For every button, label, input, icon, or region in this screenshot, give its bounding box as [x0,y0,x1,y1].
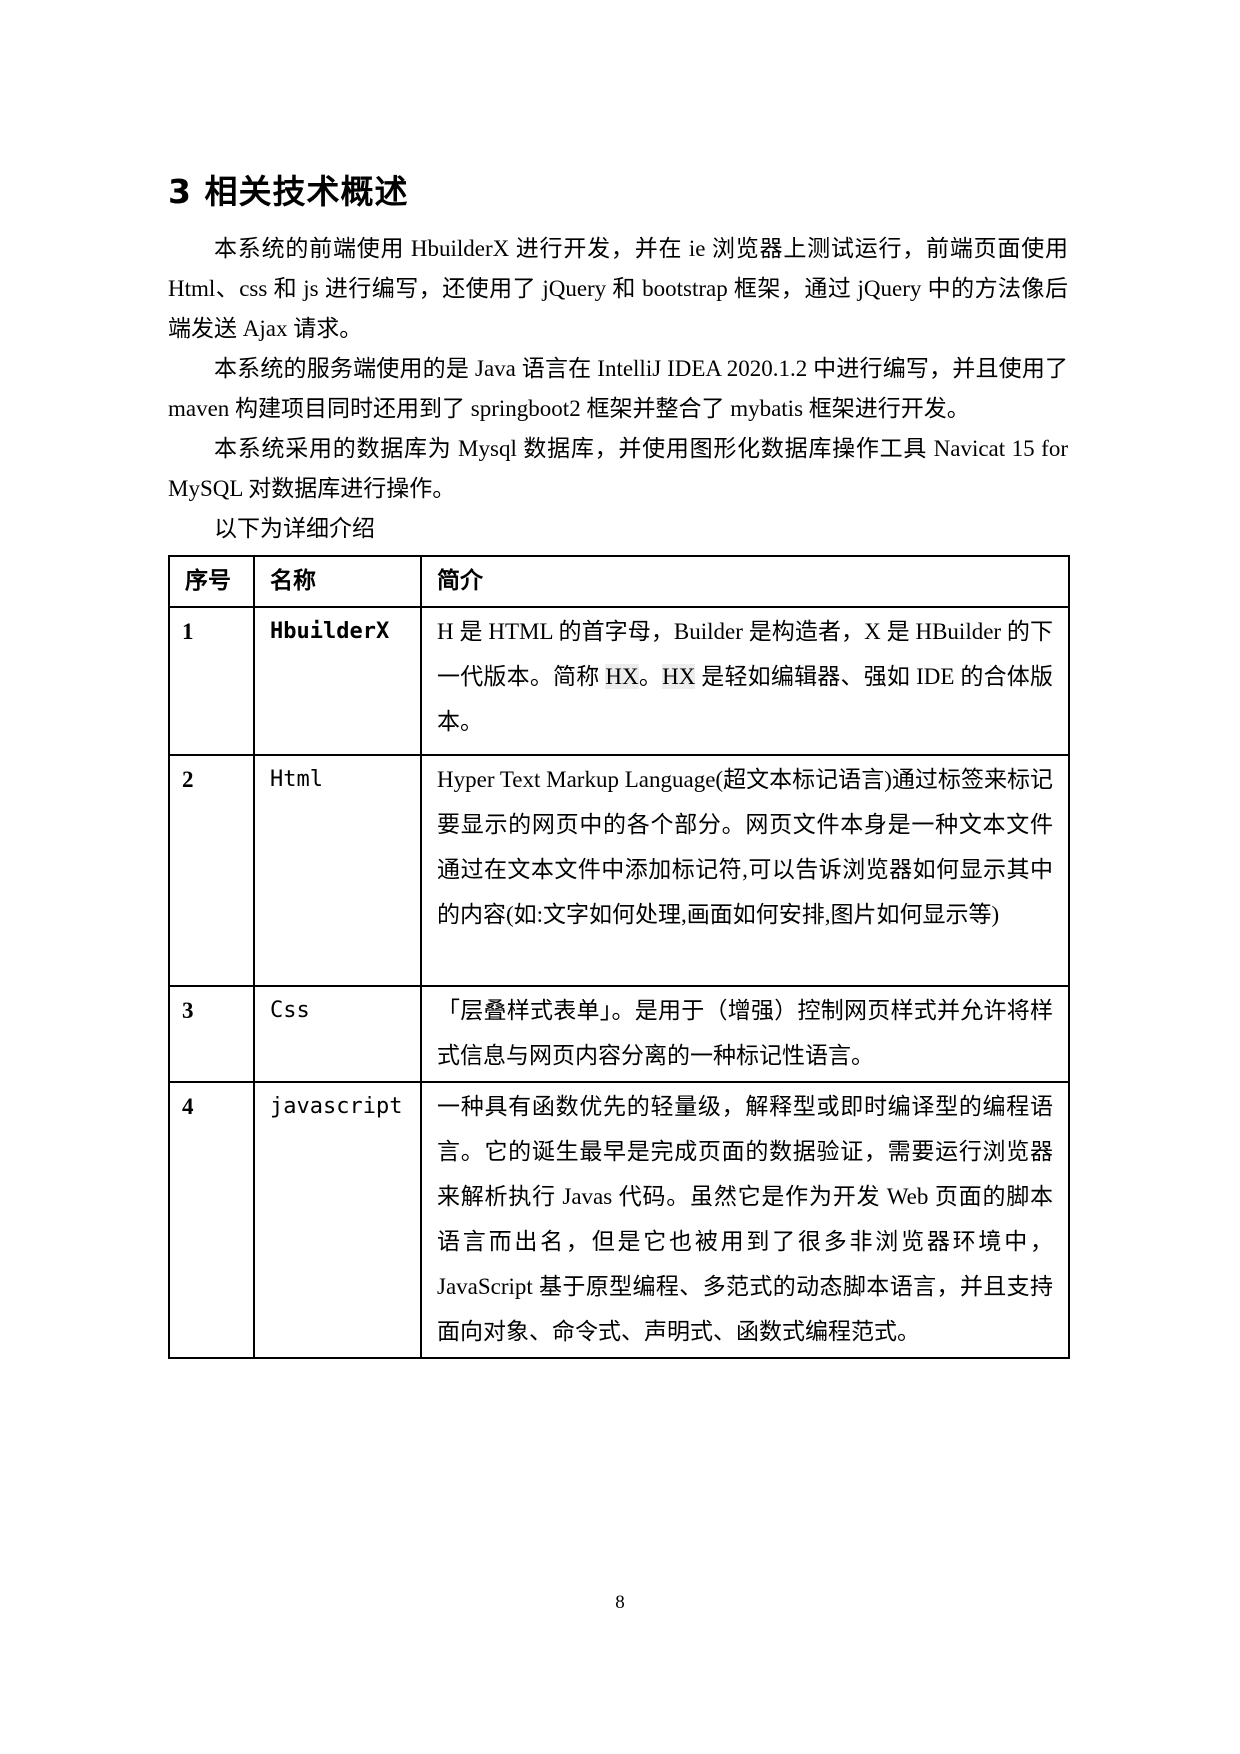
page-content: 3 相关技术概述 本系统的前端使用 HbuilderX 进行开发，并在 ie 浏… [168,165,1070,1359]
column-header-description: 简介 [420,555,1070,608]
row-description: H 是 HTML 的首字母，Builder 是构造者，X 是 HBuilder … [420,606,1070,756]
column-header-number: 序号 [168,555,255,608]
table-row: 1 HbuilderX H 是 HTML 的首字母，Builder 是构造者，X… [168,606,1070,756]
table-row: 2 Html Hyper Text Markup Language(超文本标记语… [168,754,1070,987]
paragraph-backend: 本系统的服务端使用的是 Java 语言在 IntelliJ IDEA 2020.… [168,356,1068,421]
tech-overview-table: 序号 名称 简介 1 HbuilderX H 是 HTML 的首字母，Build… [168,555,1070,1359]
table-row: 3 Css 「层叠样式表单」。是用于（增强）控制网页样式并允许将样式信息与网页内… [168,985,1070,1083]
paragraph-database: 本系统采用的数据库为 Mysql 数据库，并使用图形化数据库操作工具 Navic… [168,436,1068,501]
row-name: javascript [253,1081,422,1359]
row-number: 3 [168,985,255,1083]
column-header-name: 名称 [253,555,422,608]
row-name: HbuilderX [253,606,422,756]
table-header-row: 序号 名称 简介 [168,555,1070,608]
row-description: Hyper Text Markup Language(超文本标记语言)通过标签来… [420,754,1070,987]
row-number: 1 [168,606,255,756]
section-heading: 3 相关技术概述 [168,172,409,211]
row-name: Html [253,754,422,987]
row-number: 4 [168,1081,255,1359]
page-number: 8 [615,1592,625,1613]
row-description: 一种具有函数优先的轻量级，解释型或即时编译型的编程语言。它的诞生最早是完成页面的… [420,1081,1070,1359]
table-row: 4 javascript 一种具有函数优先的轻量级，解释型或即时编译型的编程语言… [168,1081,1070,1359]
paragraph-frontend: 本系统的前端使用 HbuilderX 进行开发，并在 ie 浏览器上测试运行，前… [168,236,1068,341]
row-name: Css [253,985,422,1083]
table-intro-line: 以下为详细介绍 [214,516,375,541]
row-number: 2 [168,754,255,987]
row-description: 「层叠样式表单」。是用于（增强）控制网页样式并允许将样式信息与网页内容分离的一种… [420,985,1070,1083]
